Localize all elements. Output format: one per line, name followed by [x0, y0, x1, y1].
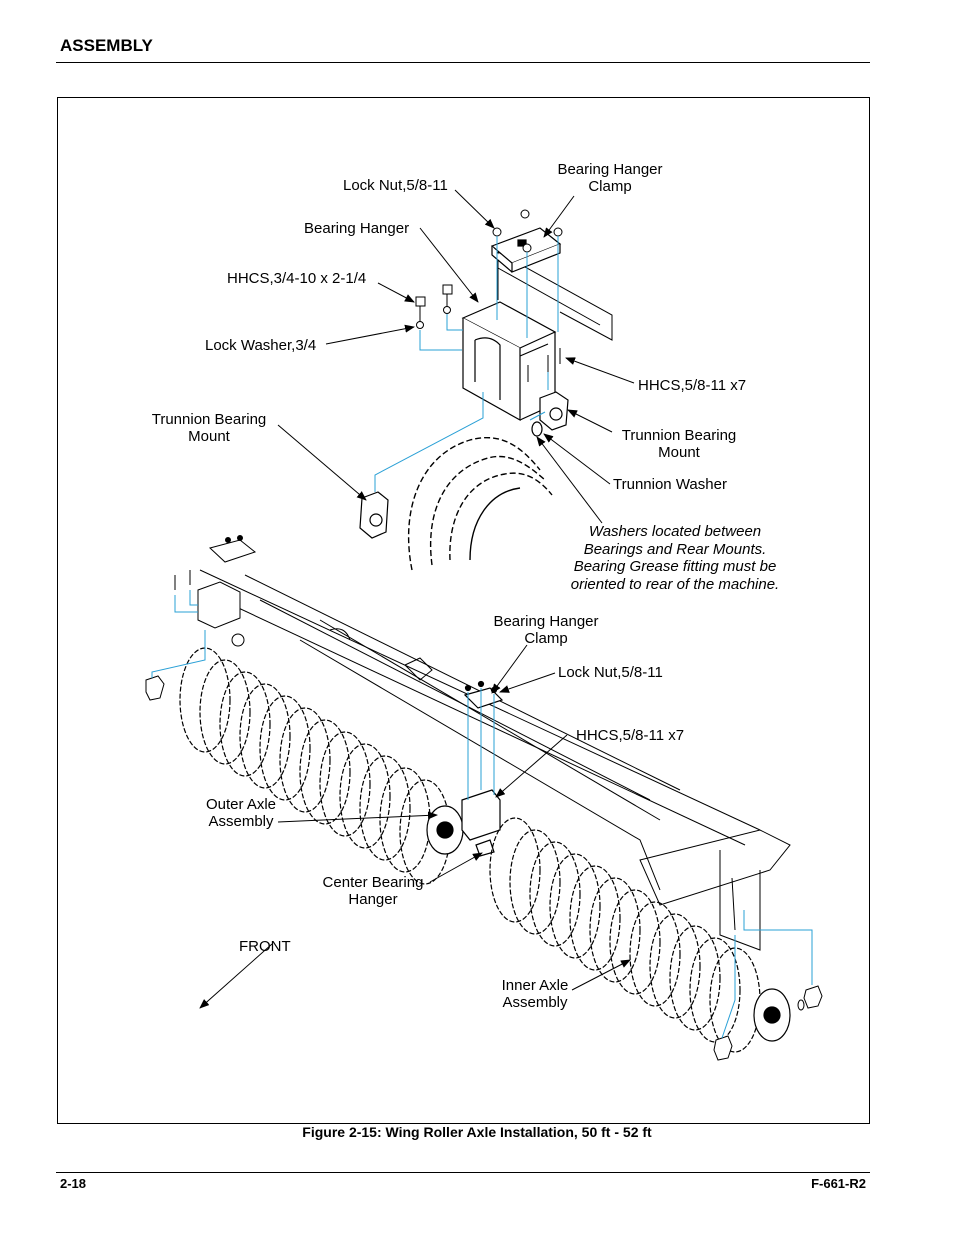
label-hhcs-5-8-top: HHCS,5/8-11 x7: [638, 377, 747, 394]
label-front: FRONT: [239, 938, 291, 955]
label-line: Mount: [188, 428, 230, 445]
inner-axle-roller: [489, 817, 791, 1053]
label-hhcs-3-4: HHCS,3/4-10 x 2-1/4: [227, 270, 367, 287]
label-lock-nut-mid: Lock Nut,5/8-11: [558, 664, 663, 681]
outer-trunnion: [145, 675, 165, 701]
label-line: Trunnion Bearing: [151, 411, 267, 428]
label-trunnion-left: Trunnion Bearing Mount: [149, 411, 269, 445]
label-center-bearing-hanger: Center Bearing Hanger: [319, 874, 427, 908]
figure-caption: Figure 2-15: Wing Roller Axle Installati…: [302, 1124, 652, 1140]
trunnion-bearing-mount-left: [359, 491, 389, 539]
bearing-hanger-body: [461, 301, 557, 422]
alignment-lines-main: [151, 590, 813, 1039]
label-line: Inner Axle: [501, 977, 569, 994]
outer-axle-roller: [179, 647, 464, 885]
label-outer-axle: Outer Axle Assembly: [201, 796, 281, 830]
label-line: Clamp: [524, 630, 568, 647]
label-bearing-hanger-clamp-mid: Bearing Hanger Clamp: [491, 613, 601, 647]
label-line: Mount: [658, 444, 700, 461]
note-line: Bearing Grease fitting must be: [573, 558, 777, 575]
page-number: 2-18: [60, 1176, 87, 1191]
section-header: ASSEMBLY: [60, 36, 153, 55]
label-line: Center Bearing: [322, 874, 424, 891]
label-line: Assembly: [208, 813, 274, 830]
label-line: Trunnion Bearing: [621, 427, 737, 444]
center-bearing-hanger: [461, 680, 504, 857]
leader-lines: [199, 189, 635, 1009]
note-line: Washers located between: [588, 523, 762, 540]
label-line: Outer Axle: [205, 796, 277, 813]
label-trunnion-washer: Trunnion Washer: [613, 476, 727, 493]
label-bearing-hanger: Bearing Hanger: [304, 220, 410, 237]
label-bearing-hanger-clamp-top: Bearing Hanger Clamp: [555, 161, 665, 195]
header-rule: [56, 62, 870, 63]
trunnion-bearing-mount-right: [539, 391, 569, 431]
label-line: Clamp: [588, 178, 632, 195]
label-line: Bearing Hanger: [493, 613, 599, 630]
note-washers: Washers located between Bearings and Rea…: [560, 523, 790, 593]
alignment-lines-top: [374, 236, 559, 492]
label-line: Hanger: [348, 891, 398, 908]
hhcs-bolts: [415, 209, 563, 382]
document-id: F-661-R2: [811, 1176, 866, 1191]
label-lock-nut-top: Lock Nut,5/8-11: [343, 177, 448, 194]
roller-wheels-top: [407, 436, 553, 571]
note-line: Bearings and Rear Mounts.: [583, 540, 767, 558]
trunnion-washer: [531, 421, 543, 437]
label-trunnion-right: Trunnion Bearing Mount: [618, 427, 740, 461]
note-line: oriented to rear of the machine.: [570, 575, 780, 593]
label-lock-washer: Lock Washer,3/4: [205, 337, 317, 354]
label-line: Assembly: [502, 994, 568, 1011]
label-inner-axle: Inner Axle Assembly: [496, 977, 574, 1011]
figure-frame: [57, 97, 870, 1124]
label-line: Bearing Hanger: [557, 161, 663, 178]
outer-bearing-hanger: [174, 535, 257, 647]
main-frame: [199, 569, 791, 951]
inner-trunnions: [713, 985, 823, 1061]
label-hhcs-5-8-mid: HHCS,5/8-11 x7: [576, 727, 685, 744]
footer-rule: [56, 1172, 870, 1173]
